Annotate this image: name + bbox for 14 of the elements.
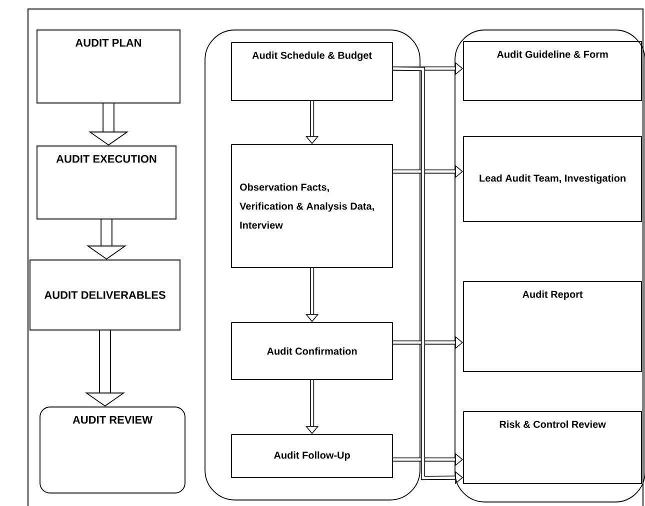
- process-box: Observation Facts, Verification & Analysis Data, Interview: [231, 144, 393, 268]
- process-box: AUDIT PLAN: [36, 30, 180, 104]
- process-box: Audit Confirmation: [231, 322, 393, 380]
- rounded-box: AUDIT REVIEW: [40, 406, 186, 494]
- process-box: Audit Report: [463, 281, 642, 372]
- process-box: AUDIT EXECUTION: [36, 146, 176, 220]
- process-box: Audit Guideline & Form: [463, 41, 642, 101]
- process-box: AUDIT DELIVERABLES: [30, 260, 180, 330]
- group-container: [204, 30, 420, 500]
- process-box: Lead Audit Team, Investigation: [463, 136, 642, 222]
- process-box: Risk & Control Review: [463, 411, 642, 484]
- process-box: Audit Follow-Up: [231, 434, 393, 478]
- group-container: [454, 30, 645, 502]
- process-box: Audit Schedule & Budget: [231, 42, 393, 101]
